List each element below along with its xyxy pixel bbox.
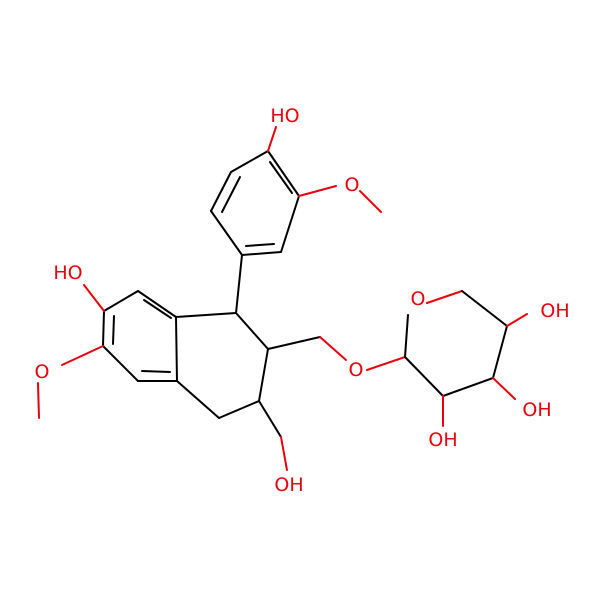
bond	[258, 400, 282, 438]
bond	[366, 356, 406, 371]
bond	[280, 195, 300, 253]
bond	[221, 176, 241, 213]
bond	[506, 313, 528, 327]
bond	[241, 251, 282, 256]
methoxy-oxygen-label-right: O	[345, 174, 360, 196]
bond	[143, 299, 172, 319]
bond	[492, 325, 508, 379]
bond	[235, 254, 243, 314]
bond	[218, 400, 260, 419]
bond	[492, 377, 516, 400]
hydroxyl-label-sugar-low: OH	[428, 429, 457, 451]
bond	[404, 314, 409, 358]
bond	[175, 316, 178, 382]
bond	[442, 377, 494, 397]
pyran-oxygen-label: O	[411, 288, 426, 310]
bond	[210, 171, 232, 212]
ether-oxygen-label: O	[349, 359, 364, 381]
atom-labels: HO O HO O O OH O OH OH OH	[35, 105, 570, 496]
bond	[461, 290, 508, 327]
bond	[280, 436, 288, 471]
bond	[175, 312, 237, 318]
bond	[267, 126, 277, 152]
methoxy-oxygen-label-left: O	[35, 361, 50, 383]
bond	[230, 150, 269, 173]
bond	[269, 161, 293, 194]
bond	[141, 370, 171, 373]
hydroxyl-label-top: HO	[270, 105, 299, 127]
bond	[258, 348, 269, 402]
bond	[37, 382, 40, 419]
hydroxyl-label-sugar-mid: OH	[522, 399, 551, 421]
hydroxyl-label-sugar-right: OH	[540, 300, 569, 322]
bond	[298, 185, 337, 197]
bond	[112, 315, 115, 345]
bond	[102, 310, 105, 347]
bond	[235, 312, 269, 350]
bond	[319, 336, 347, 361]
hydroxyl-label-bottom: OH	[274, 474, 303, 496]
bonds	[37, 126, 528, 471]
bond	[267, 150, 300, 197]
bond	[137, 290, 177, 318]
bond	[103, 290, 139, 312]
bond	[102, 345, 139, 382]
bond	[359, 190, 382, 213]
bond	[83, 284, 105, 312]
bond	[245, 243, 275, 247]
bond	[61, 345, 104, 366]
bond	[404, 356, 444, 397]
hydroxyl-label-left: HO	[53, 262, 82, 284]
bond	[210, 210, 243, 256]
bond	[426, 290, 463, 304]
bond	[267, 336, 321, 350]
bond	[176, 380, 220, 419]
